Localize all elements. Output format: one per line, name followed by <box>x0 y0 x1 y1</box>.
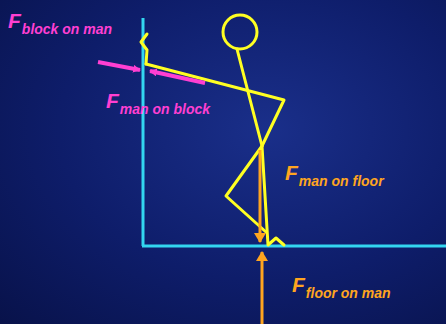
force-label: Fman on block <box>106 90 210 111</box>
force-label: Fman on floor <box>285 162 384 183</box>
force-label: Ffloor on man <box>292 274 391 295</box>
force-arrow <box>150 71 205 83</box>
force-symbol: F <box>292 273 305 296</box>
stick-figure <box>141 15 284 245</box>
force-arrow <box>261 252 264 324</box>
force-label: Fblock on man <box>8 10 112 31</box>
floor <box>142 245 446 248</box>
force-arrow <box>98 62 140 70</box>
force-arrow <box>259 150 262 242</box>
force-symbol: F <box>106 89 119 112</box>
force-subscript: man on block <box>120 101 210 117</box>
force-subscript: block on man <box>22 21 112 37</box>
force-symbol: F <box>8 9 21 32</box>
force-subscript: man on floor <box>299 173 384 189</box>
force-subscript: floor on man <box>306 285 391 301</box>
force-symbol: F <box>285 161 298 184</box>
wall <box>142 18 145 246</box>
